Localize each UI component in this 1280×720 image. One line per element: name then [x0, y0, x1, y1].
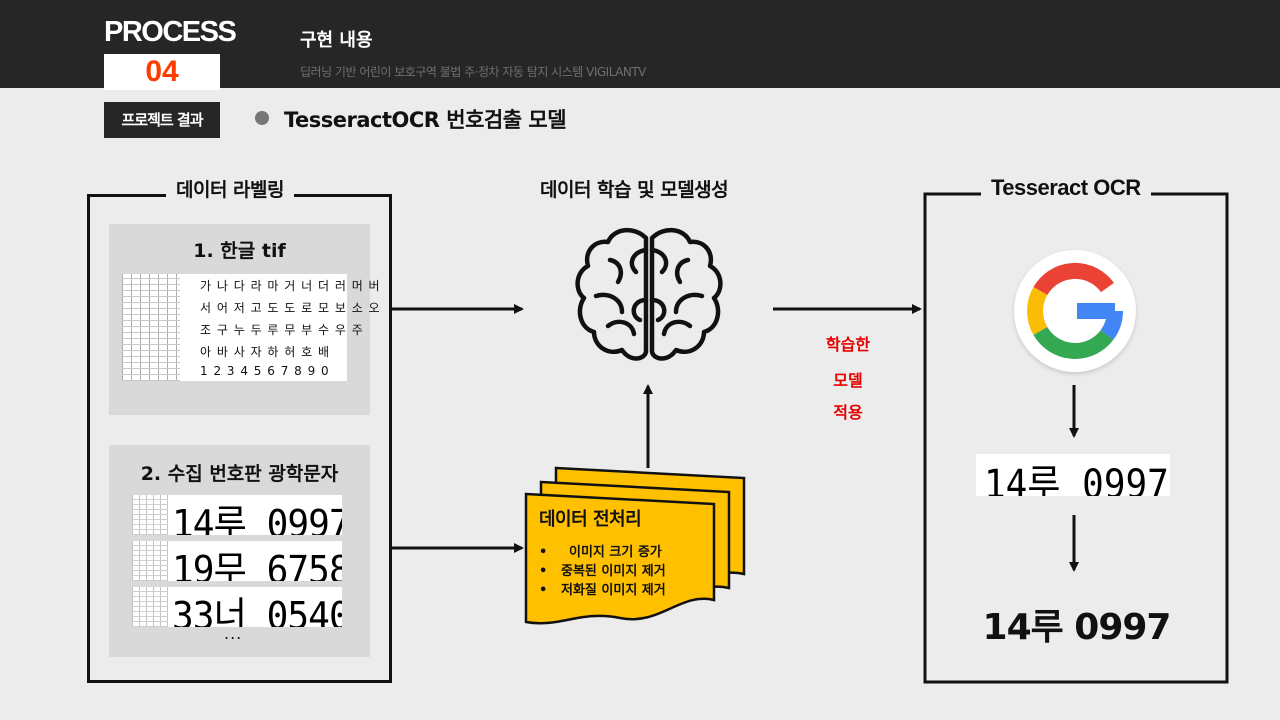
labeling-title: 데이터 라벨링: [166, 175, 294, 202]
plate-text: 14루 0997: [172, 502, 342, 535]
plate-image: 33너 0540: [132, 587, 342, 627]
process-label: PROCESS: [104, 16, 237, 48]
bullet-point: •: [539, 583, 548, 598]
ocr-plate-text: 14루 0997: [984, 462, 1169, 496]
hangul-tif-title: 1. 한글 tif: [193, 240, 286, 262]
tif-row: 조 구 누 두 루 무 부 수 우 주: [200, 323, 364, 337]
hangul-tif-image: 가 나 다 라 마 거 너 더 러 머 버 서 어 저 고 도 도 로 모 보 …: [122, 274, 380, 381]
tif-row: 1 2 3 4 5 6 7 8 9 0: [200, 364, 330, 378]
ocr-plate-image: 14루 0997: [976, 454, 1170, 496]
bullet-point: •: [539, 564, 548, 579]
plate-grid-thumbnail: [132, 587, 168, 627]
apply-note-line: 학습한: [825, 335, 871, 354]
tif-grid-thumbnail: [122, 274, 180, 381]
process-number: 04: [145, 55, 179, 88]
preprocess-title: 데이터 전처리: [539, 509, 642, 530]
page-title: 구현 내용: [300, 30, 373, 51]
plate-ocr-title: 2. 수집 번호판 광학문자: [140, 463, 339, 485]
google-g-icon: [1027, 262, 1123, 359]
tif-row: 아 바 사 자 하 허 호 배: [200, 345, 331, 359]
preprocess-item: • 저화질 이미지 제거: [539, 579, 666, 598]
plate-grid-thumbnail: [132, 541, 168, 581]
plate-image: 19무 6758: [132, 541, 342, 581]
preprocess-doc-stack: [524, 466, 746, 625]
process-number-box: 04: [104, 54, 220, 90]
plate-image: 14루 0997: [132, 495, 342, 535]
section-heading: TesseractOCR 번호검출 모델: [284, 108, 567, 132]
preprocess-item: • 이미지 크기 증가: [539, 541, 662, 560]
preprocess-item-label: 이미지 크기 증가: [569, 545, 662, 560]
bullet-point: •: [539, 545, 548, 560]
training-title: 데이터 학습 및 모델생성: [540, 179, 729, 201]
section-badge: 프로젝트 결과: [104, 102, 220, 138]
brain-icon: [575, 228, 723, 361]
ocr-title: Tesseract OCR: [981, 175, 1151, 201]
ocr-result-text: 14루 0997: [982, 607, 1172, 648]
plate-text: 33너 0540: [172, 594, 342, 627]
bullet-dot-icon: [255, 111, 269, 125]
preprocess-item-label: 저화질 이미지 제거: [561, 583, 666, 598]
plate-text: 19무 6758: [172, 548, 342, 581]
preprocess-item: • 중복된 이미지 제거: [539, 560, 666, 579]
plate-grid-thumbnail: [132, 495, 168, 535]
tif-row: 가 나 다 라 마 거 너 더 러 머 버: [200, 279, 381, 293]
google-logo: [1014, 250, 1136, 372]
apply-note-line: 모델: [833, 371, 863, 390]
apply-note-line: 적용: [833, 403, 863, 422]
page-subtitle: 딥러닝 기반 어린이 보호구역 불법 주·정차 자동 탐지 시스템 VIGILA…: [300, 65, 646, 79]
tif-row: 서 어 저 고 도 도 로 모 보 소 오: [200, 301, 381, 315]
more-ellipsis: ...: [224, 624, 243, 643]
preprocess-item-label: 중복된 이미지 제거: [561, 564, 666, 579]
